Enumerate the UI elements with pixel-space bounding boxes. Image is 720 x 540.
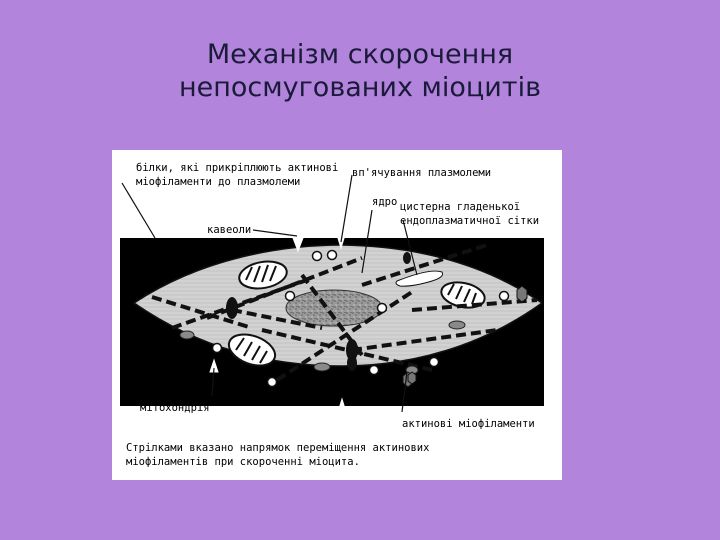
figure-panel: білки, які прикріплюють актинові міофіла…	[112, 150, 562, 480]
myocyte-diagram	[120, 174, 544, 413]
mitochondrion-top-left	[238, 260, 288, 290]
label-smooth-er-1: цистерна гладенької	[400, 201, 521, 213]
label-caveolae: кавеоли	[207, 224, 252, 236]
dense-bodies	[226, 252, 411, 371]
title-line-1: Механізм скорочення	[206, 39, 514, 70]
label-attachment-proteins-1: білки, які прикріплюють актинові	[136, 162, 339, 174]
label-smooth-er-2: ендоплазматичної сітки	[400, 215, 540, 227]
leader-lines	[121, 174, 418, 413]
label-attachment-proteins-2: міофіламенти до плазмолеми	[136, 176, 301, 188]
label-plasmolemma-invagination: вп'ячування плазмолеми	[352, 167, 492, 179]
caveolae-shapes	[211, 249, 510, 388]
mitochondrion-right	[440, 281, 486, 309]
slide-title: Механізм скорочення непосмугованих міоци…	[0, 38, 720, 104]
label-mitochondria: мітохондрія	[140, 402, 210, 414]
mitochondrion-bottom-left	[227, 333, 277, 367]
label-actin-filaments: актинові міофіламенти	[402, 418, 535, 430]
label-nucleus: ядро	[372, 196, 398, 208]
title-line-2: непосмугованих міоцитів	[178, 72, 541, 103]
caption-line-2: міофіламентів при скороченні міоцита.	[126, 456, 360, 468]
smooth-er-shape	[395, 270, 443, 287]
caption-line-1: Стрілками вказано напрямок переміщення а…	[126, 442, 430, 454]
membrane-markers	[402, 285, 528, 388]
small-organelles	[179, 320, 466, 375]
